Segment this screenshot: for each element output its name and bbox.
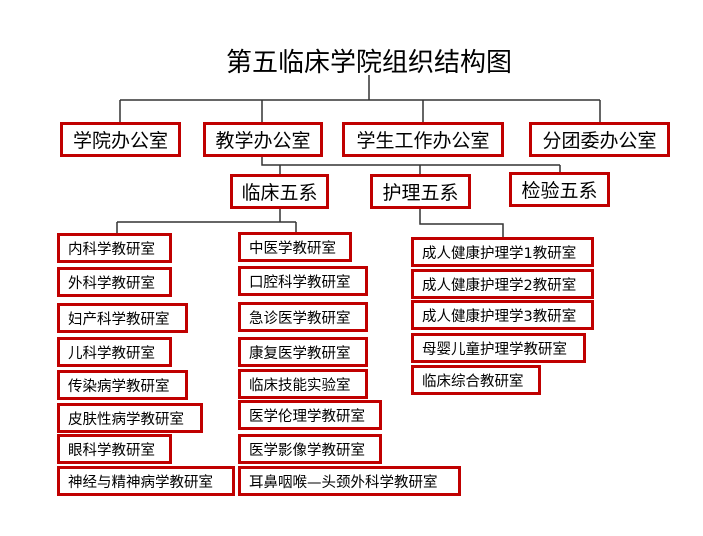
clinical-unit: 妇产科学教研室 — [57, 303, 188, 333]
clinical-unit: 耳鼻咽喉—头颈外科学教研室 — [238, 466, 461, 496]
office-student-affairs: 学生工作办公室 — [342, 122, 504, 157]
office-league-committee: 分团委办公室 — [529, 122, 670, 157]
chart-title: 第五临床学院组织结构图 — [225, 48, 512, 78]
clinical-unit: 传染病学教研室 — [57, 370, 188, 400]
dept-laboratory: 检验五系 — [509, 172, 610, 207]
clinical-unit: 口腔科学教研室 — [238, 266, 368, 296]
nursing-unit: 成人健康护理学3教研室 — [411, 300, 594, 330]
clinical-unit: 眼科学教研室 — [57, 434, 172, 464]
nursing-unit: 临床综合教研室 — [411, 365, 541, 395]
clinical-unit: 皮肤性病学教研室 — [57, 403, 203, 433]
clinical-unit: 康复医学教研室 — [238, 337, 368, 367]
clinical-unit: 内科学教研室 — [57, 233, 172, 263]
nursing-unit: 成人健康护理学2教研室 — [411, 269, 594, 299]
clinical-unit: 医学伦理学教研室 — [238, 400, 382, 430]
clinical-unit: 儿科学教研室 — [57, 337, 172, 367]
clinical-unit: 急诊医学教研室 — [238, 302, 368, 332]
dept-nursing: 护理五系 — [370, 174, 471, 209]
dept-clinical: 临床五系 — [230, 174, 329, 209]
nursing-unit: 成人健康护理学1教研室 — [411, 237, 594, 267]
clinical-unit: 医学影像学教研室 — [238, 434, 382, 464]
clinical-unit: 外科学教研室 — [57, 267, 172, 297]
clinical-unit: 临床技能实验室 — [238, 369, 368, 399]
office-college: 学院办公室 — [60, 122, 181, 157]
office-teaching: 教学办公室 — [203, 122, 323, 157]
nursing-unit: 母婴儿童护理学教研室 — [411, 333, 586, 363]
clinical-unit: 神经与精神病学教研室 — [57, 466, 235, 496]
clinical-unit: 中医学教研室 — [238, 232, 352, 262]
